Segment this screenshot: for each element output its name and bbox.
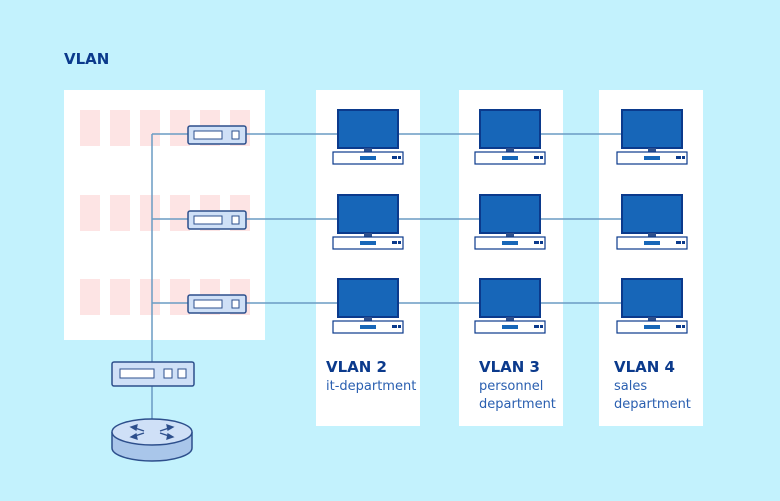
computer-icon [616,109,688,165]
links [151,133,630,420]
switch-icon [187,210,247,230]
computer-icon [332,109,404,165]
stripe-group-bottom [80,279,250,315]
router-icon [111,418,193,462]
vlan2-name: VLAN 2 [326,358,387,376]
vlan3-name: VLAN 3 [479,358,540,376]
vlan3-desc-line1: personnel [479,379,544,394]
vlan3-desc-line2: department [479,397,556,412]
vlan4-desc-line1: sales [614,379,648,394]
computer-icon [616,194,688,250]
core-switch-icon [111,361,195,387]
computer-icon [332,278,404,334]
computer-icon [616,278,688,334]
computer-icon [474,109,546,165]
computer-icon [332,194,404,250]
vlan4-name: VLAN 4 [614,358,675,376]
computer-icon [474,194,546,250]
vlan4-label: VLAN 4 sales department [614,358,691,414]
switch-icon [187,294,247,314]
vlan2-desc-line1: it-department [326,379,417,394]
computer-icon [474,278,546,334]
vlan2-label: VLAN 2 it-department [326,358,416,396]
vlan3-label: VLAN 3 personnel department [479,358,556,414]
switch-icon [187,125,247,145]
vlan4-desc-line2: department [614,397,691,412]
diagram-title: VLAN [64,50,110,68]
